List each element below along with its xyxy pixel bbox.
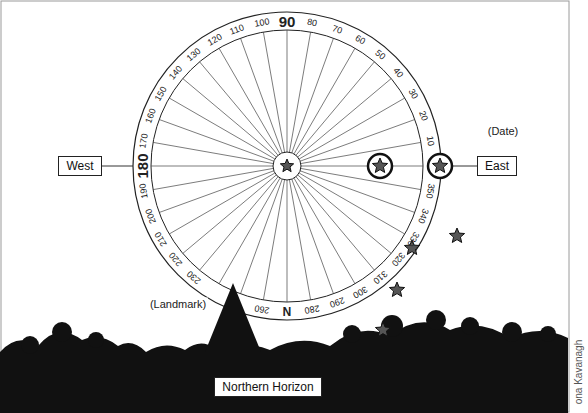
- date-number: 40: [391, 66, 404, 79]
- spoke: [289, 180, 310, 300]
- spoke: [169, 98, 275, 159]
- date-number: 310: [372, 269, 389, 286]
- star: [389, 282, 404, 296]
- spoke: [296, 177, 374, 270]
- circle-marker: [428, 154, 452, 178]
- axis-note: (Date): [488, 126, 519, 137]
- frame: [1, 1, 569, 412]
- date-number: 290: [328, 295, 345, 309]
- date-number: 260: [254, 303, 270, 314]
- direction-box: West: [58, 156, 101, 176]
- spoke: [294, 178, 355, 284]
- date-number: 50: [373, 48, 386, 61]
- date-number: 70: [330, 24, 342, 36]
- star: [432, 158, 447, 172]
- credit: ona Kavanagh: [574, 340, 584, 405]
- spoke: [183, 175, 276, 253]
- date-number: 160: [144, 108, 158, 125]
- date-number: 330: [405, 230, 420, 248]
- date-number: 180: [135, 153, 150, 178]
- landmark-label: (Landmark): [148, 298, 208, 311]
- node-text: Northern Horizon: [222, 380, 313, 394]
- landmark-triangle: [205, 283, 261, 352]
- star: [372, 158, 387, 172]
- date-number: 60: [353, 34, 366, 47]
- spoke: [219, 48, 280, 154]
- node-text: West: [66, 159, 93, 173]
- spoke: [299, 98, 405, 159]
- date-number: 30: [406, 87, 419, 100]
- date-number: 210: [154, 230, 169, 248]
- date-number: 220: [168, 251, 185, 268]
- date-number: 130: [185, 47, 202, 64]
- spoke: [292, 38, 334, 153]
- date-number: 150: [154, 85, 169, 103]
- horizon-box: Northern Horizon: [214, 377, 321, 397]
- date-number: 140: [168, 64, 185, 81]
- spoke: [219, 178, 280, 284]
- spoke: [301, 166, 423, 167]
- date-number: 320: [390, 251, 407, 268]
- spoke: [299, 173, 405, 234]
- star: [449, 228, 464, 242]
- node-text: East: [485, 159, 509, 173]
- spoke: [240, 179, 282, 294]
- stars: [280, 154, 464, 336]
- inner-ring: [151, 30, 423, 302]
- date-number: 80: [306, 18, 317, 29]
- spoke: [298, 79, 391, 157]
- date-number: 100: [254, 17, 270, 28]
- spoke: [153, 142, 273, 163]
- star: [375, 322, 390, 336]
- spoke: [151, 166, 273, 167]
- spoke: [301, 168, 421, 189]
- spoke: [263, 180, 284, 300]
- date-dial: [133, 12, 441, 320]
- spoke: [169, 173, 275, 234]
- date-number: 230: [185, 269, 202, 286]
- date-number: 340: [416, 207, 430, 224]
- date-number: 200: [144, 207, 158, 224]
- tree-silhouette: [0, 322, 568, 413]
- date-number: 190: [138, 183, 149, 199]
- date-number: 350: [424, 183, 435, 199]
- date-number: 300: [351, 284, 369, 299]
- hub: [273, 152, 301, 180]
- date-number: 90: [279, 14, 296, 29]
- spoke: [300, 171, 415, 213]
- north-mark: N: [283, 305, 292, 317]
- spoke: [200, 62, 278, 155]
- spoke: [289, 32, 310, 152]
- spoke: [287, 30, 288, 152]
- date-number: 120: [206, 33, 224, 48]
- date-number: 170: [138, 133, 149, 149]
- spoke: [263, 32, 284, 152]
- spoke: [287, 180, 288, 302]
- direction-box: East: [477, 156, 517, 176]
- date-number: 110: [229, 23, 246, 36]
- spoke: [153, 168, 273, 189]
- outer-ring: [133, 12, 441, 320]
- circle-marker: [368, 154, 392, 178]
- spoke: [294, 48, 355, 154]
- star: [280, 159, 293, 172]
- date-number: 280: [304, 303, 320, 314]
- spoke: [301, 142, 421, 163]
- date-number: 20: [417, 110, 429, 122]
- spoke: [159, 119, 274, 161]
- date-number: 10: [424, 135, 435, 146]
